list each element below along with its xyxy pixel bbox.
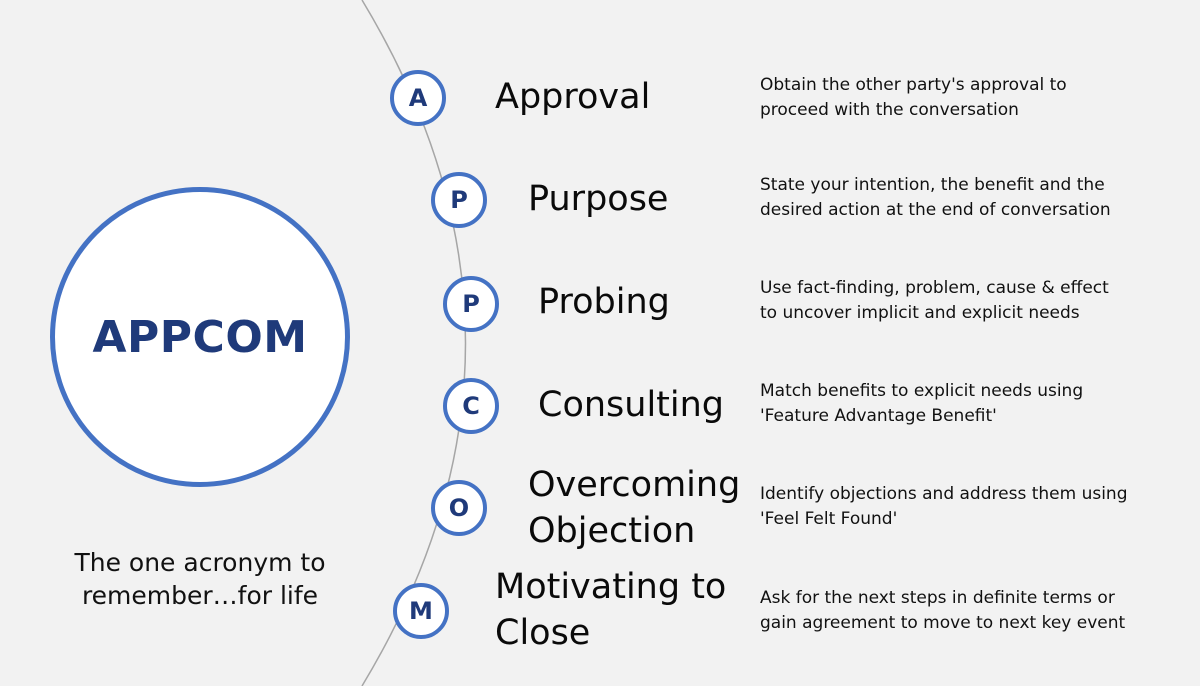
- tagline: The one acronym to remember…for life: [40, 546, 360, 612]
- term-motivating-to-close: Motivating to Close: [495, 564, 726, 656]
- letter-badge-o: O: [431, 480, 487, 536]
- tagline-line: The one acronym to: [74, 548, 326, 577]
- term-line: Close: [495, 613, 591, 653]
- description-line: State your intention, the benefit and th…: [760, 175, 1105, 195]
- description-probing: Use fact-finding, problem, cause & effec…: [760, 276, 1190, 326]
- description-line: 'Feature Advantage Benefit': [760, 406, 997, 426]
- letter-badge-a: A: [390, 70, 446, 126]
- description-approval: Obtain the other party's approval to pro…: [760, 73, 1190, 123]
- description-line: Identify objections and address them usi…: [760, 484, 1128, 504]
- description-line: to uncover implicit and explicit needs: [760, 303, 1080, 323]
- letter-badge-p: P: [443, 276, 499, 332]
- description-line: proceed with the conversation: [760, 100, 1019, 120]
- description-line: 'Feel Felt Found': [760, 509, 898, 529]
- acronym-circle: APPCOM: [50, 187, 350, 487]
- description-motivating-to-close: Ask for the next steps in definite terms…: [760, 586, 1190, 636]
- term-probing: Probing: [538, 279, 670, 325]
- description-consulting: Match benefits to explicit needs using '…: [760, 379, 1190, 429]
- description-line: Use fact-finding, problem, cause & effec…: [760, 278, 1109, 298]
- tagline-line: remember…for life: [81, 581, 319, 610]
- term-line: Approval: [495, 77, 651, 117]
- term-overcoming-objection: Overcoming Objection: [528, 462, 740, 554]
- description-line: Obtain the other party's approval to: [760, 75, 1067, 95]
- term-consulting: Consulting: [538, 382, 724, 428]
- description-line: gain agreement to move to next key event: [760, 613, 1126, 633]
- description-purpose: State your intention, the benefit and th…: [760, 173, 1190, 223]
- letter-badge-p: P: [431, 172, 487, 228]
- letter-badge-c: C: [443, 378, 499, 434]
- term-line: Overcoming: [528, 465, 741, 505]
- term-purpose: Purpose: [528, 176, 668, 222]
- term-approval: Approval: [495, 74, 650, 120]
- description-overcoming-objection: Identify objections and address them usi…: [760, 482, 1190, 532]
- term-line: Purpose: [528, 179, 669, 219]
- acronym-title: APPCOM: [92, 311, 308, 363]
- letter-badge-m: M: [393, 583, 449, 639]
- term-line: Probing: [538, 282, 670, 322]
- description-line: desired action at the end of conversatio…: [760, 200, 1111, 220]
- description-line: Match benefits to explicit needs using: [760, 381, 1084, 401]
- description-line: Ask for the next steps in definite terms…: [760, 588, 1115, 608]
- term-line: Objection: [528, 511, 696, 551]
- term-line: Motivating to: [495, 567, 727, 607]
- term-line: Consulting: [538, 385, 725, 425]
